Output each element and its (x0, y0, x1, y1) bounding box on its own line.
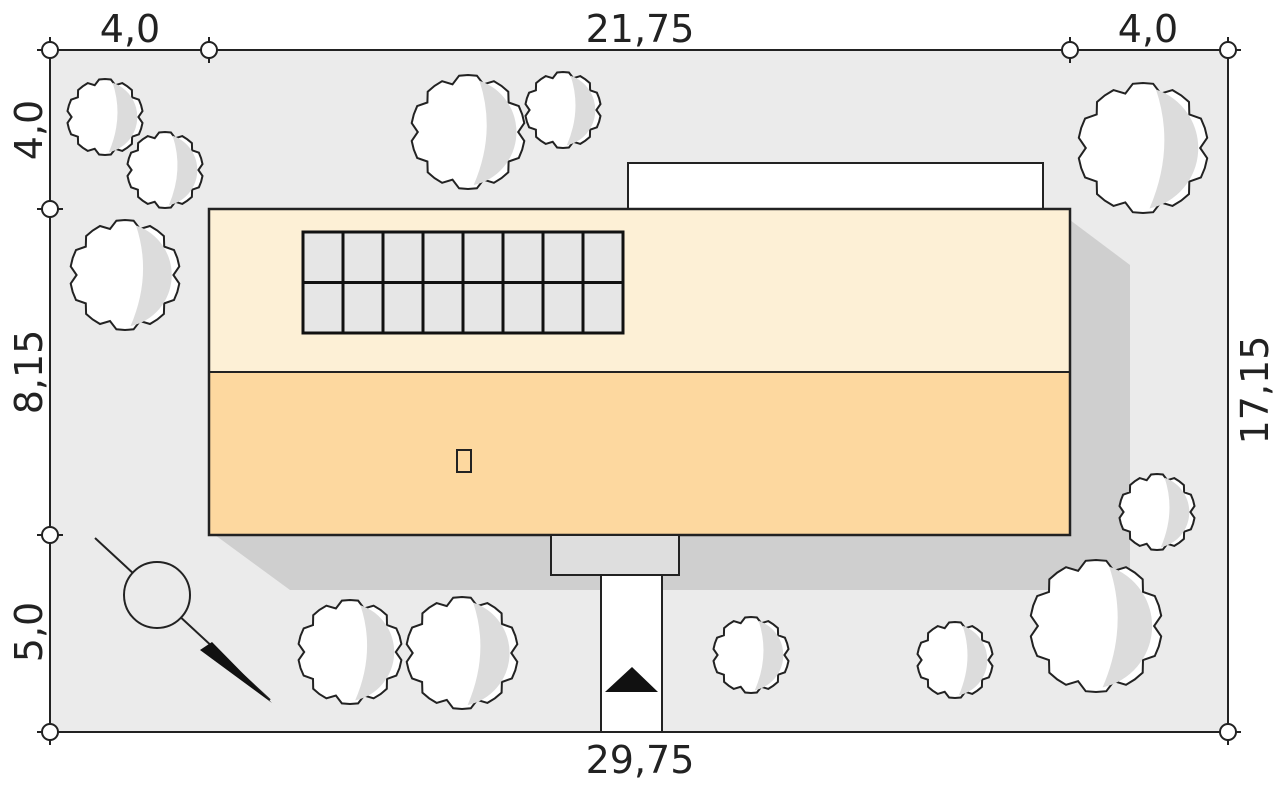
solar-panel-cell (501, 281, 545, 335)
dim-bottom: 29,75 (586, 738, 695, 782)
roof-lower (209, 372, 1070, 535)
tree-icon (66, 77, 144, 157)
solar-panel-cell (341, 281, 385, 335)
entrance-arrow-icon (605, 667, 658, 692)
tree-icon (524, 70, 602, 150)
solar-panel-cell (421, 230, 465, 284)
solar-panel-cell (541, 230, 585, 284)
tree-icon (297, 598, 403, 706)
dim-top-left: 4,0 (100, 7, 160, 51)
dim-left-bottom: 5,0 (7, 602, 51, 662)
solar-panel-cell (461, 281, 505, 335)
garage-roof (627, 162, 1044, 210)
solar-panel-cell (541, 281, 585, 335)
solar-panel-cell (501, 230, 545, 284)
tree-icon (916, 620, 994, 700)
solar-panel-cell (421, 281, 465, 335)
porch (550, 534, 680, 576)
dim-right: 17,15 (1233, 336, 1277, 445)
solar-panel-cell (381, 230, 425, 284)
tree-icon (69, 218, 181, 332)
dimension-markers (37, 37, 1241, 745)
solar-panel-cell (341, 230, 385, 284)
tree-icon (1077, 81, 1209, 215)
tree-icon (405, 595, 519, 711)
solar-panel-cell (381, 281, 425, 335)
tree-icon (126, 130, 204, 210)
solar-panel-cell (301, 281, 345, 335)
tree-icon (1118, 472, 1196, 552)
solar-panel-cell (301, 230, 345, 284)
north-arrow-icon (94, 537, 272, 703)
walkway (600, 574, 663, 733)
solar-panels (301, 230, 625, 335)
tree-icon (1029, 558, 1163, 694)
dim-left-top: 4,0 (7, 100, 51, 160)
dim-top-right: 4,0 (1118, 7, 1178, 51)
dim-top-middle: 21,75 (586, 7, 695, 51)
chimney (456, 449, 472, 473)
tree-icon (410, 73, 526, 191)
dim-left-middle: 8,15 (7, 330, 51, 415)
solar-panel-cell (461, 230, 505, 284)
dimension-lines (49, 49, 1229, 733)
solar-panel-cell (581, 281, 625, 335)
trees (66, 70, 1209, 711)
solar-panel-cell (581, 230, 625, 284)
tree-icon (712, 615, 790, 695)
house-shadow (215, 220, 1130, 590)
